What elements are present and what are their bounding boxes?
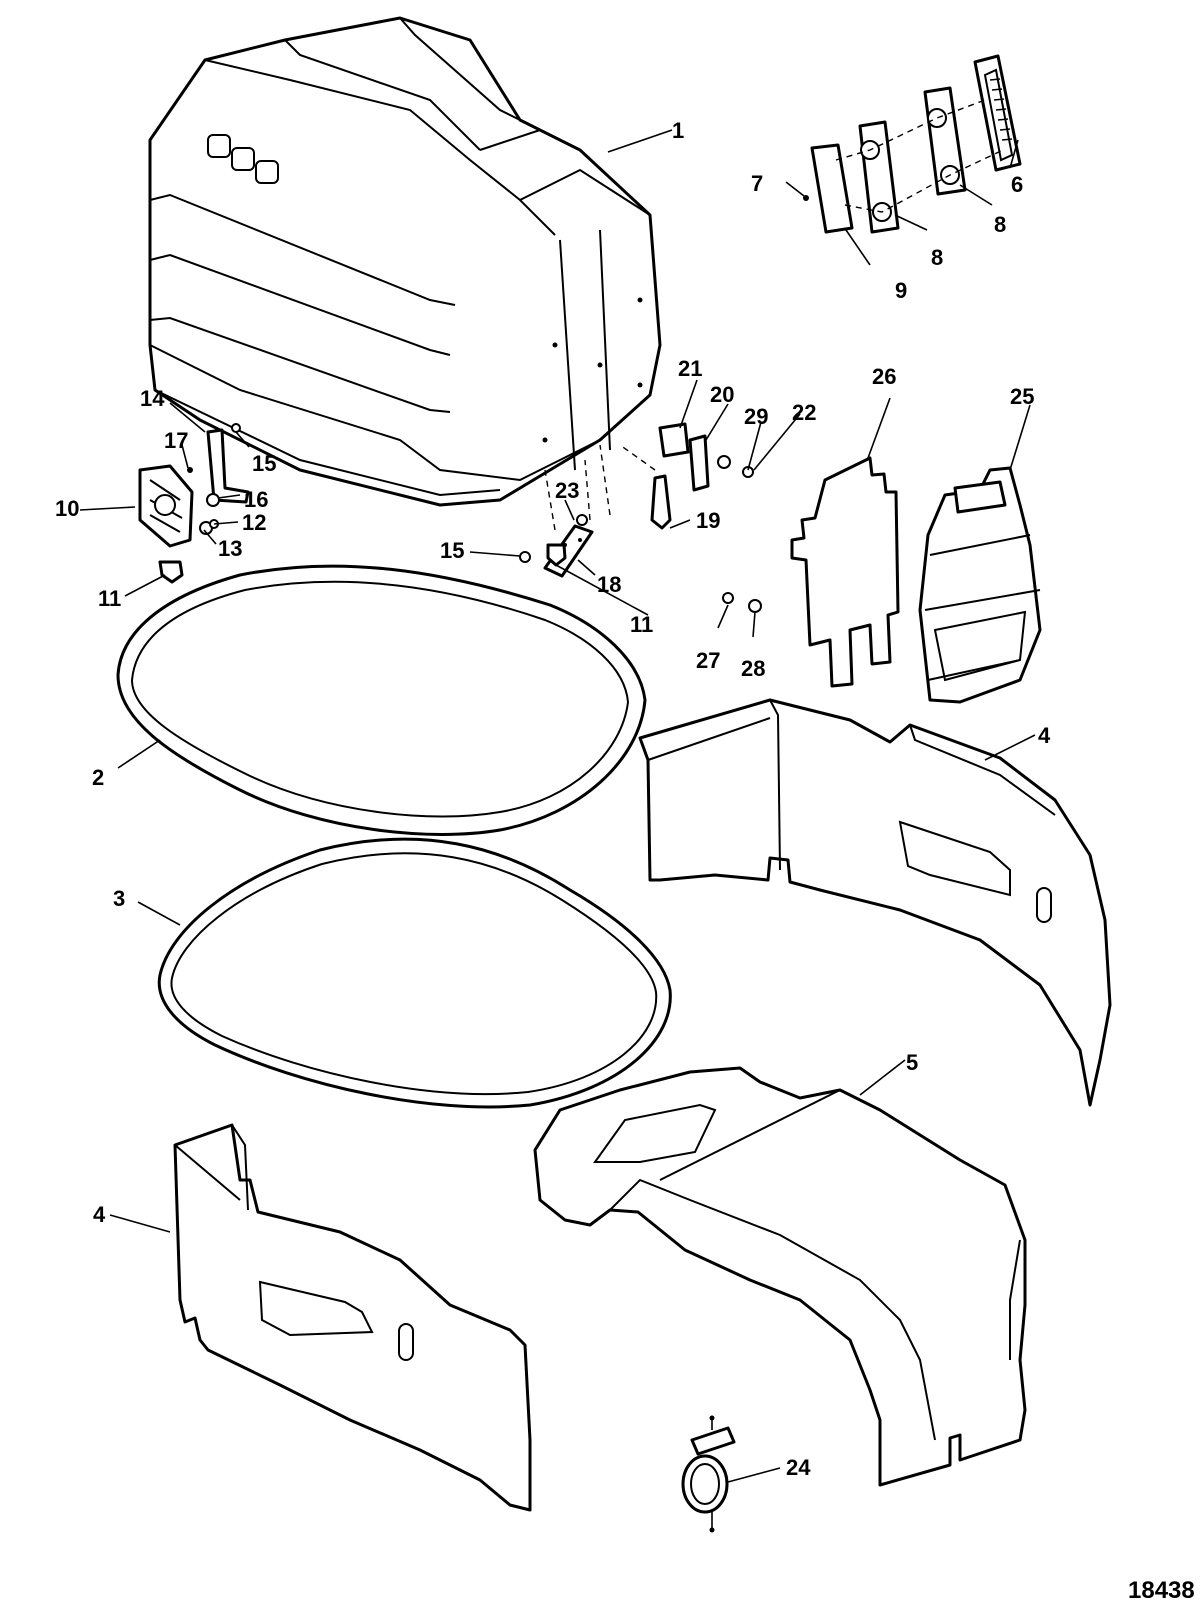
callout-19: 19 (696, 508, 720, 533)
callout-20: 20 (710, 382, 734, 407)
callout-12: 12 (242, 510, 266, 535)
latch-hardware-right (519, 422, 762, 613)
callout-21: 21 (678, 356, 702, 381)
figure-number: 18438 (1128, 1577, 1195, 1604)
callout-labels: 1 2 3 4 4 5 6 7 8 8 9 10 11 11 12 13 14 … (55, 118, 1051, 1480)
hook (650, 474, 672, 530)
vent-plate-assembly (803, 54, 1022, 234)
callout-4-lower: 4 (93, 1202, 106, 1227)
callout-13: 13 (218, 536, 242, 561)
vent-grille (973, 54, 1022, 172)
leader-lines (79, 129, 1036, 1483)
top-cover (533, 1066, 1027, 1487)
callout-5: 5 (906, 1050, 918, 1075)
lower-seal (116, 564, 647, 836)
callout-11-left: 11 (98, 586, 121, 611)
callout-17: 17 (164, 428, 188, 453)
callout-27: 27 (696, 648, 720, 673)
callout-24: 24 (786, 1455, 811, 1480)
chafing-pad (790, 456, 900, 688)
callout-22: 22 (792, 400, 816, 425)
callout-16: 16 (244, 487, 268, 512)
callout-8-left: 8 (931, 245, 943, 270)
callout-6: 6 (1011, 172, 1023, 197)
hose-clamp (681, 1415, 736, 1533)
latch-hardware-left (138, 423, 250, 584)
callout-10: 10 (55, 496, 79, 521)
bumper-left (158, 560, 184, 584)
gasket-front (858, 120, 900, 234)
callout-3: 3 (113, 886, 125, 911)
bumper-right (546, 543, 567, 567)
callout-23: 23 (555, 478, 579, 503)
callout-15-center: 15 (440, 538, 464, 563)
side-cover-lower (173, 1123, 532, 1512)
callout-7: 7 (751, 171, 763, 196)
callout-14: 14 (140, 386, 165, 411)
callout-1: 1 (672, 118, 684, 143)
gasket-rear (923, 86, 967, 196)
top-cowl (148, 16, 662, 507)
callout-8-right: 8 (994, 212, 1006, 237)
latch-arm (688, 434, 710, 492)
latch-assembly (138, 464, 194, 548)
boot (918, 466, 1042, 704)
callout-11-right: 11 (630, 612, 653, 637)
retainer-plate (810, 143, 854, 234)
callout-9: 9 (895, 278, 907, 303)
seal (157, 837, 672, 1109)
latch-block (658, 422, 690, 458)
callout-29: 29 (744, 404, 768, 429)
callout-26: 26 (872, 364, 896, 389)
callout-25: 25 (1010, 384, 1034, 409)
callout-2: 2 (92, 765, 104, 790)
callout-28: 28 (741, 656, 765, 681)
callout-4-upper: 4 (1038, 723, 1051, 748)
callout-18: 18 (597, 572, 621, 597)
callout-15-left: 15 (252, 451, 276, 476)
side-cover-upper (638, 698, 1112, 1107)
